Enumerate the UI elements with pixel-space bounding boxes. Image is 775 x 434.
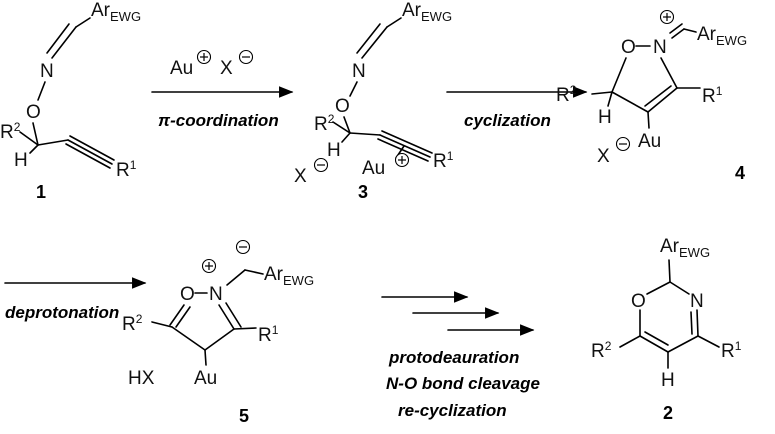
hydrogen-atom: H [14,150,28,171]
r2-label: R2 [591,339,612,362]
r1-label: R1 [258,323,279,346]
arrow-multistep: protodeauration N-O bond cleavage re-cyc… [381,291,540,420]
compound-number: 1 [36,182,46,202]
aryl-ewg-label: ArEWG [264,264,314,288]
r1-label: R1 [702,84,723,107]
compound-number: 5 [239,406,249,426]
nitrogen-atom: N [690,291,704,312]
aryl-ewg-label: ArEWG [91,0,141,24]
nitrogen-atom: N [40,61,54,82]
arrow-cyclization: cyclization [446,86,588,130]
compound-number: 2 [663,403,673,423]
r2-label: R2 [556,83,577,106]
gold-atom: Au [194,368,217,389]
r1-label: R1 [721,339,742,362]
step-protodeauration: protodeauration [388,348,519,367]
r2-label: R2 [0,120,21,143]
step-re-cyclization: re-cyclization [398,401,507,420]
oxygen-atom: O [26,102,41,123]
arrow-deprotonation: deprotonation [4,277,147,322]
gold-atom: Au [638,131,661,152]
nitrogen-atom: N [209,284,223,305]
oxygen-atom: O [631,291,646,312]
r1-label: R1 [433,149,454,172]
compound-number: 4 [735,163,745,183]
step-cyclization: cyclization [464,111,551,130]
compound-3: ArEWG N O R2 H R1 Au X 3 [294,0,454,202]
r1-label: R1 [116,158,137,181]
nitrogen-atom: N [653,37,667,58]
counterion-label: X [597,146,610,167]
compound-5: O N ArEWG R2 R1 Au HX 5 [122,239,314,426]
hydrogen-atom: H [598,107,612,128]
oxygen-atom: O [621,37,636,58]
counterion-label: X [294,166,307,187]
compound-2: ArEWG O N R2 R1 H 2 [591,236,742,423]
oxygen-atom: O [335,96,350,117]
compound-4: O N ArEWG R1 R2 H Au X 4 [556,9,747,183]
counterion-label: X [220,58,233,79]
step-n-o-cleavage: N-O bond cleavage [386,374,540,393]
step-deprotonation: deprotonation [5,303,119,322]
hydrogen-atom: H [327,140,341,161]
compound-number: 3 [358,182,368,202]
oxygen-atom: O [180,284,195,305]
aryl-ewg-label: ArEWG [697,24,747,48]
gold-reagent-label: Au [170,58,193,79]
r2-label: R2 [122,312,143,335]
aryl-ewg-label: ArEWG [660,236,710,260]
r2-label: R2 [314,112,335,135]
hydrogen-atom: H [661,370,675,391]
arrow-pi-coordination: Au X π-coordination [151,49,294,130]
compound-1: ArEWG N O R2 H R1 1 [0,0,141,202]
step-pi-coordination: π-coordination [158,111,279,130]
aryl-ewg-label: ArEWG [402,0,452,24]
hx-label: HX [128,368,155,389]
nitrogen-atom: N [352,61,366,82]
gold-cation-label: Au [362,158,385,179]
